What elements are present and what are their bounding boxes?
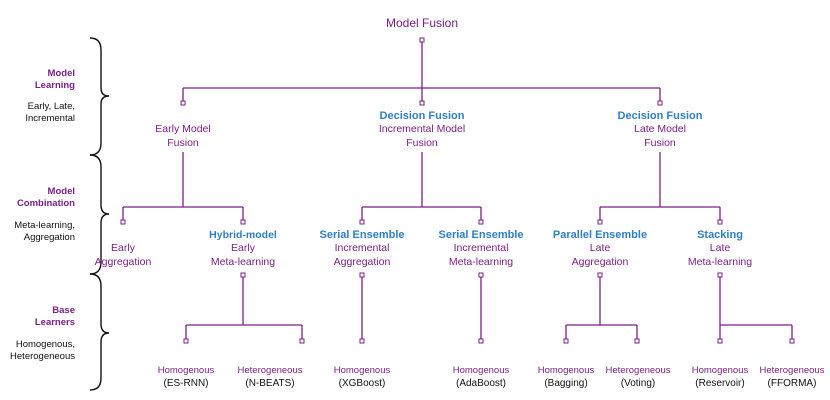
connector-dot [359,338,365,344]
connector-dot [120,219,126,225]
node-serial-ensemble-title: Serial Ensemble [439,229,524,241]
connector-dot [717,272,723,278]
brace-model-learning [89,37,110,156]
connector-dot [563,338,569,344]
connector-dot [597,219,603,225]
connector-dot [717,219,723,225]
leaf-type: Homogenous [334,365,391,376]
node-parallel-ensemble-title: Parallel Ensemble [553,229,647,241]
connector-dot [180,100,186,106]
leaf-example: (FFORMA) [768,378,817,389]
leaf-example: (ES-RNN) [164,378,209,389]
section-subtitle: Meta-learning,Aggregation [14,220,75,243]
connectors [122,40,793,341]
connector-dot [359,219,365,225]
section-braces [89,37,110,391]
leaf-example: (N-BEATS) [245,378,294,389]
connector-dot [478,219,484,225]
connector-dot [359,272,365,278]
connector-dots [120,37,795,344]
level3-leaves: Homogenous (ES-RNN) Heterogeneous (N-BEA… [158,365,825,389]
brace-base-learners [89,273,110,391]
connector-dot [478,272,484,278]
connector-dot [634,338,640,344]
connector-dot [299,338,305,344]
node-hybrid-model-title: Hybrid-model [209,229,277,241]
root-node: Model Fusion [386,16,458,30]
brace-model-combination [89,154,110,275]
connector-dot [240,219,246,225]
connector-dot [419,37,425,43]
connector-dot [657,100,663,106]
connector-dot [240,272,246,278]
leaf-example: (Bagging) [544,378,587,389]
leaf-type: Homogenous [158,365,215,376]
leaf-example: (Voting) [621,378,655,389]
connector-dot [717,338,723,344]
leaf-type: Heterogeneous [238,365,303,376]
leaf-type: Homogenous [538,365,595,376]
connector-dot [789,338,795,344]
section-subtitle: Homogenous,Heterogeneous [10,339,75,362]
node-decision-fusion-title: Decision Fusion [380,110,465,122]
leaf-type: Homogenous [692,365,749,376]
connector-dot [183,338,189,344]
leaf-type: Heterogeneous [606,365,671,376]
connector-dot [419,100,425,106]
connector-dot [478,338,484,344]
leaf-type: Homogenous [453,365,510,376]
connector-dot [597,272,603,278]
leaf-example: (XGBoost) [339,378,386,389]
node-stacking-title: Stacking [697,229,743,241]
node-decision-fusion-title: Decision Fusion [618,110,703,122]
leaf-type: Heterogeneous [760,365,825,376]
section-subtitle: Early, Late,Incremental [25,101,75,124]
leaf-example: (Reservoir) [695,378,744,389]
node-serial-ensemble-title: Serial Ensemble [320,229,405,241]
leaf-example: (AdaBoost) [456,378,506,389]
